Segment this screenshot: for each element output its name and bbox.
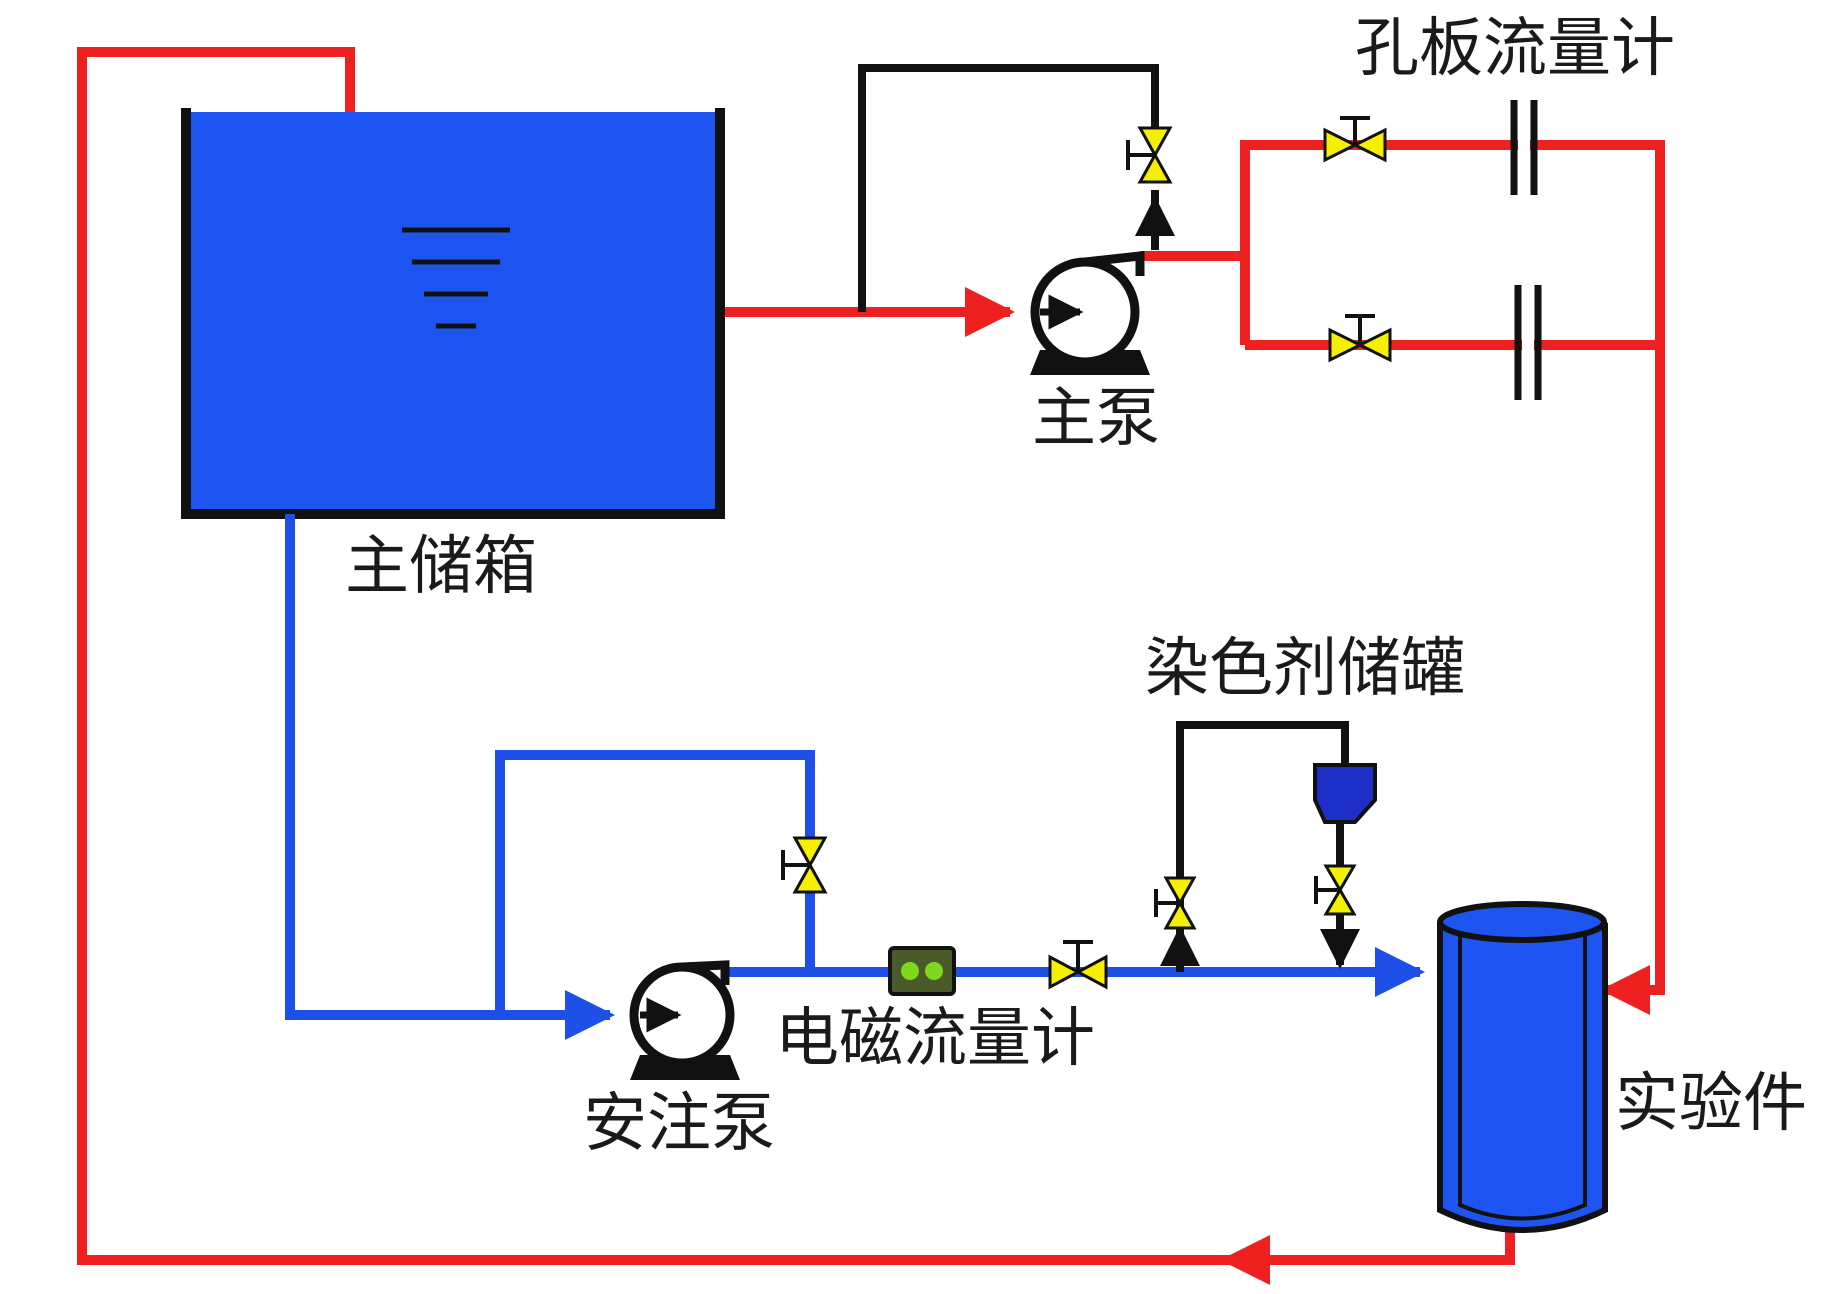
orifice-plate-upper [1510, 100, 1538, 195]
main-pump-bypass [858, 64, 1175, 312]
injection-pump-icon [629, 960, 740, 1080]
test-section-label: 实验件 [1615, 1067, 1807, 1141]
main-tank [181, 108, 725, 519]
return-line [77, 47, 1515, 1265]
dye-branch-valve-right [1314, 864, 1357, 916]
injection-pump-label: 安注泵 [583, 1087, 775, 1161]
water-level-symbol [402, 227, 510, 329]
orifice-upper-outlet [1530, 140, 1665, 1015]
orifice-flowmeter-label: 孔板流量计 [1355, 12, 1675, 86]
em-flowmeter-label: 电磁流量计 [775, 1002, 1095, 1076]
injection-bypass-line [495, 750, 815, 1015]
orifice-lower-valve [1328, 314, 1392, 363]
injection-line-valve [1048, 940, 1108, 990]
orifice-branch-upper [1240, 140, 1518, 345]
injection-bypass-valve [781, 836, 828, 894]
orifice-plate-lower [1514, 285, 1542, 400]
dye-tank-label: 染色剂储罐 [1145, 632, 1465, 706]
main-pump-bypass-valve [1126, 126, 1173, 184]
em-flowmeter-icon [888, 946, 956, 996]
dye-tank-piping [1160, 721, 1360, 972]
orifice-upper-valve [1323, 116, 1387, 163]
dye-tank-icon [1313, 763, 1377, 824]
main-pump-icon [1030, 250, 1150, 375]
test-section-icon [1437, 901, 1608, 1233]
main-pump-label: 主泵 [1032, 382, 1160, 456]
main-tank-label: 主储箱 [345, 530, 537, 604]
dye-branch-valve-left [1154, 876, 1197, 930]
